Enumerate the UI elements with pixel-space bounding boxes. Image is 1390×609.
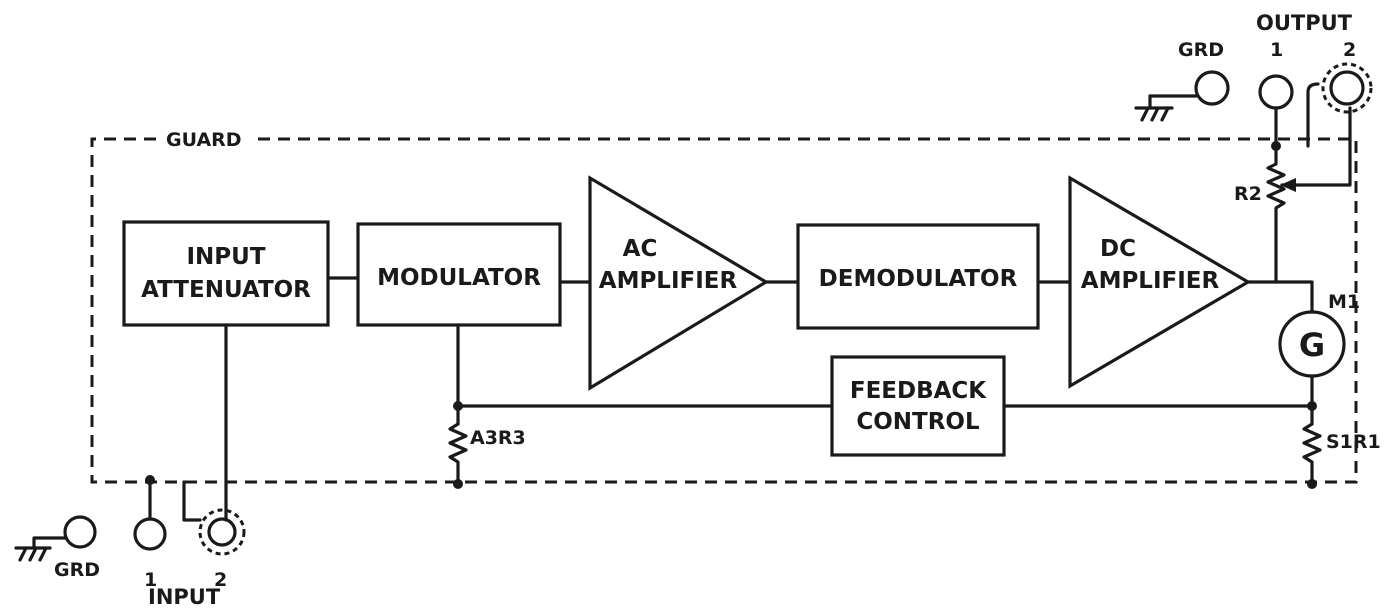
junction-dot-feedback-left [453, 401, 463, 411]
output-label: OUTPUT [1256, 11, 1353, 35]
output-2-label: 2 [1343, 39, 1356, 61]
shielded-jack-icon [1329, 70, 1365, 106]
input-label: INPUT [148, 585, 221, 609]
r2-potentiometer: R2 [1234, 144, 1302, 216]
feedback-control-label-line2: CONTROL [856, 409, 980, 435]
junction-dot-input1 [145, 475, 155, 485]
output-jack-2: 2 [1321, 39, 1373, 114]
top-ground-terminal: GRD [1134, 39, 1230, 122]
ground-icon [14, 546, 52, 562]
ac-amplifier-block: AC AMPLIFIER [588, 175, 770, 391]
jack-icon [1258, 74, 1294, 110]
junction-dot-guard-right [1307, 479, 1317, 489]
feedback-control-block: FEEDBACK CONTROL [830, 355, 1006, 457]
input-jack-1: 1 [133, 475, 167, 591]
demodulator-block: DEMODULATOR [796, 223, 1040, 330]
ac-amplifier-label-line1: AC [623, 236, 658, 262]
modulator-block: MODULATOR [356, 222, 562, 327]
r2-wiper-arrowhead [1280, 178, 1296, 192]
s1r1-resistor: S1R1 [1302, 422, 1381, 484]
shielded-jack-icon [207, 517, 237, 547]
grd-bottom-label: GRD [54, 559, 100, 581]
jack-icon [133, 517, 167, 551]
input-attenuator-block: INPUT ATTENUATOR [122, 220, 330, 327]
guard-label: GUARD [166, 129, 242, 151]
dc-amplifier-label-line1: DC [1100, 236, 1136, 262]
ac-amplifier-label-line2: AMPLIFIER [599, 268, 738, 294]
a3r3-resistor: A3R3 [448, 422, 526, 484]
input-1-label: 1 [144, 569, 157, 591]
modulator-label: MODULATOR [377, 265, 541, 291]
grd-bottom-wire [32, 536, 67, 550]
junction-dot-guard-left [453, 479, 463, 489]
input-2-label: 2 [214, 569, 227, 591]
wire-output2-shield [1306, 82, 1320, 148]
grd-top-jack [1194, 70, 1230, 106]
feedback-control-label-line1: FEEDBACK [850, 378, 987, 404]
dc-amplifier-block: DC AMPLIFIER [1068, 175, 1252, 389]
grd-top-label: GRD [1178, 39, 1224, 61]
meter-m1: G M1 [1278, 291, 1360, 378]
wire-wiper-output2 [1298, 106, 1352, 187]
ground-icon [1134, 94, 1174, 122]
meter-symbol: G [1299, 326, 1325, 364]
demodulator-label: DEMODULATOR [819, 266, 1018, 292]
m1-label: M1 [1328, 291, 1360, 313]
bottom-ground-terminal: GRD [14, 515, 100, 581]
guard-enclosure: GUARD [90, 129, 1358, 484]
wire-dcamp-meter [1246, 280, 1314, 314]
resistor-icon [1302, 422, 1322, 484]
a3r3-label: A3R3 [470, 427, 526, 449]
output-1-label: 1 [1270, 39, 1283, 61]
s1r1-label: S1R1 [1326, 431, 1381, 453]
input-jack-2: 2 [198, 508, 246, 591]
input-attenuator-label-line2: ATTENUATOR [141, 277, 311, 303]
resistor-icon [448, 422, 468, 484]
wire-guard-input2-shield [182, 480, 202, 522]
junction-dot-r2-top [1271, 141, 1281, 151]
r2-label: R2 [1234, 183, 1262, 205]
output-jack-1: 1 [1258, 39, 1294, 110]
potentiometer-icon [1266, 144, 1286, 216]
dc-amplifier-label-line2: AMPLIFIER [1081, 268, 1220, 294]
input-attenuator-label-line1: INPUT [186, 244, 265, 270]
grd-bottom-jack [63, 515, 97, 549]
